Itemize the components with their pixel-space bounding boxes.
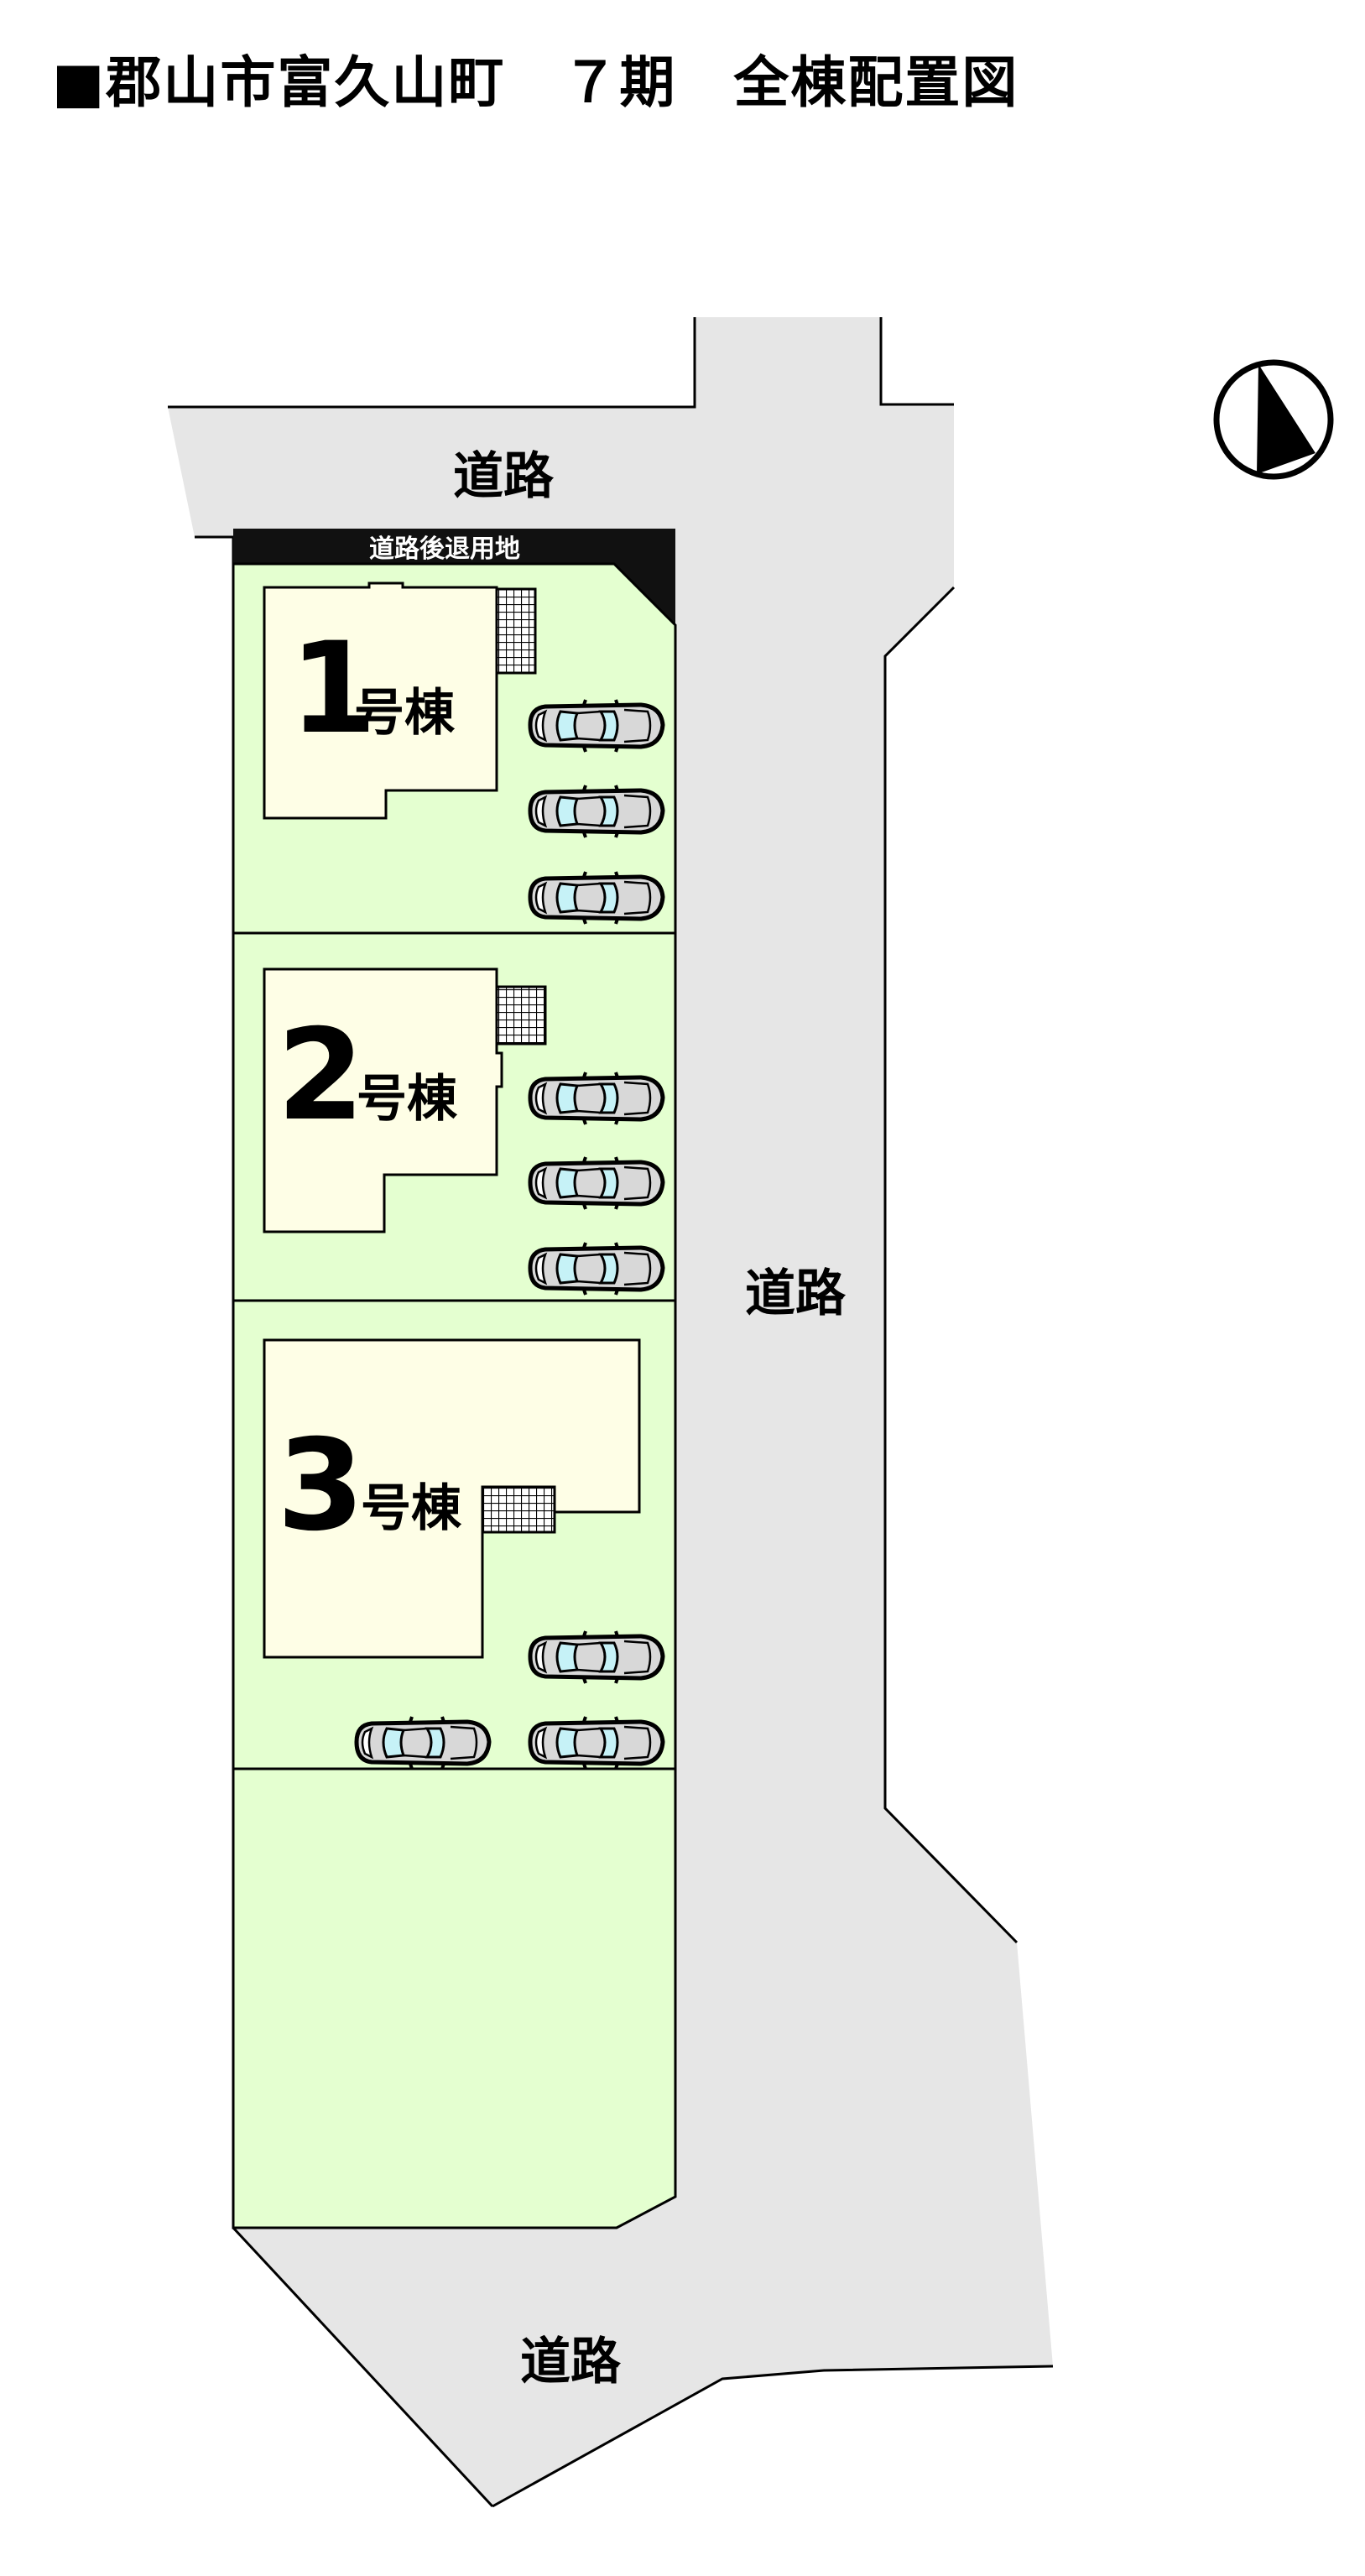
car-icon	[530, 1631, 663, 1683]
car-icon	[530, 872, 663, 924]
building-number-3: 3	[277, 1413, 364, 1559]
car-icon	[530, 785, 663, 837]
building-label-3: 3 号棟	[277, 1413, 462, 1559]
road-label-east: 道路	[745, 1265, 847, 1323]
building-label-2: 2 号棟	[277, 1003, 458, 1149]
car-icon	[530, 1072, 663, 1124]
page-title: ■郡山市富久山町 ７期 全棟配置図	[52, 50, 1019, 115]
road-label-south: 道路	[520, 2333, 622, 2391]
deck-3	[481, 1485, 556, 1534]
car-icon	[530, 700, 663, 752]
deck-1	[495, 587, 537, 675]
car-icon	[530, 1243, 663, 1295]
building-suffix-1: 号棟	[354, 684, 456, 743]
building-number-2: 2	[277, 1003, 364, 1149]
car-icon	[357, 1717, 489, 1769]
road-setback-strip: 道路後退用地	[233, 529, 675, 625]
building-label-1: 1 号棟	[289, 616, 456, 762]
entrance-decks	[481, 587, 556, 1534]
north-arrow-icon	[1213, 359, 1334, 480]
deck-2	[495, 985, 547, 1046]
building-suffix-2: 号棟	[357, 1070, 458, 1129]
building-number-1: 1	[289, 616, 377, 762]
setback-label: 道路後退用地	[369, 534, 520, 564]
car-icon	[530, 1157, 663, 1209]
car-icon	[530, 1717, 663, 1769]
road-label-north: 道路	[453, 447, 555, 506]
building-1-footprint	[263, 581, 498, 820]
building-suffix-3: 号棟	[361, 1479, 462, 1538]
lot-4	[232, 1767, 677, 2229]
